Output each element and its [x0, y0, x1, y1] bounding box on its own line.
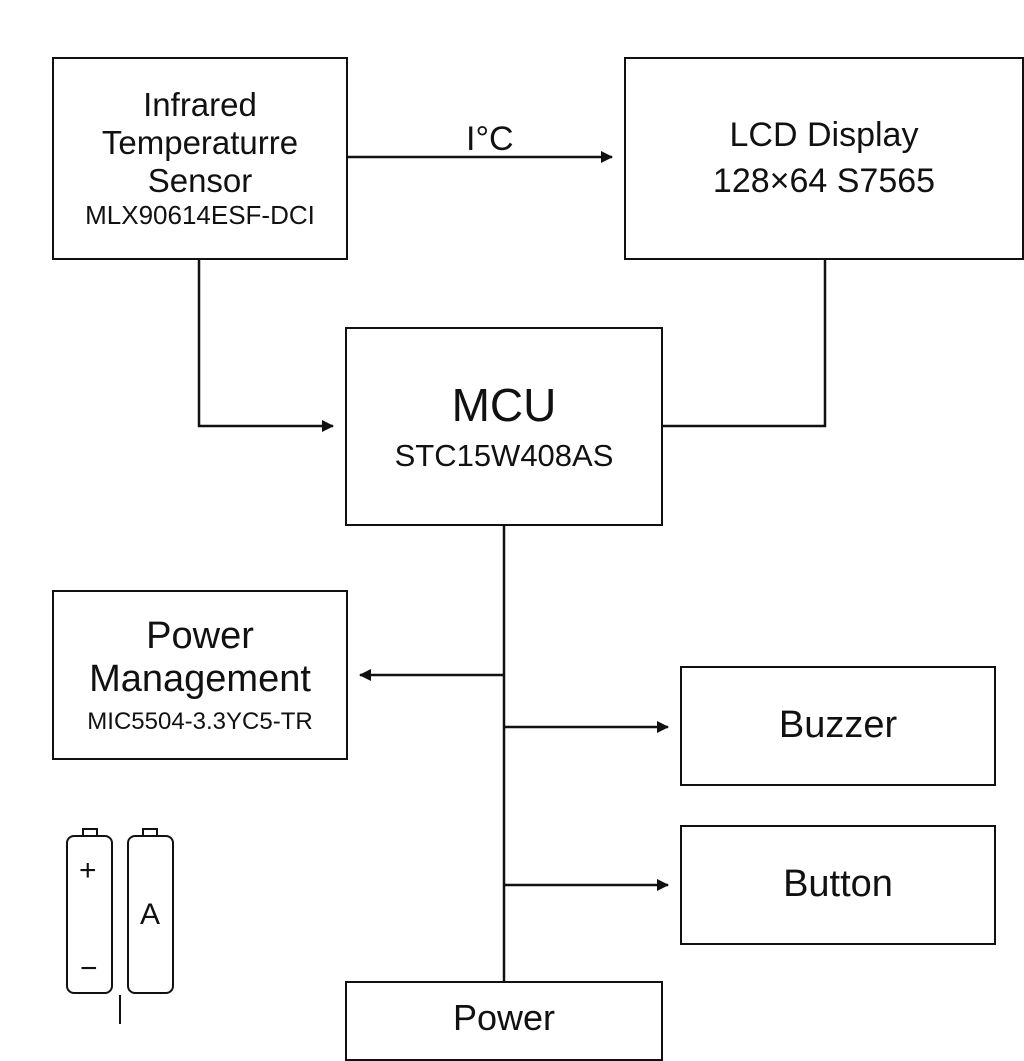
arrow-sensor-to-mcu	[197, 260, 334, 432]
buzzer-block: Buzzer	[680, 666, 996, 786]
sensor-title-line-3: Sensor	[147, 161, 253, 199]
mcu-title: MCU	[451, 379, 557, 432]
battery-icon	[66, 828, 174, 1024]
lcd-title: LCD Display	[729, 115, 919, 154]
mcu-block: MCU STC15W408AS	[345, 327, 663, 526]
lcd-display-block: LCD Display 128×64 S7565	[624, 57, 1024, 260]
buzzer-label: Buzzer	[778, 704, 898, 747]
battery-cell-label: A	[140, 898, 161, 931]
line-mcu-to-lcd	[663, 260, 827, 428]
power-management-title-line-2: Management	[89, 658, 311, 701]
diagram-wiring	[66, 151, 827, 1024]
power-management-block: Power Management MIC5504-3.3YC5-TR	[52, 590, 348, 760]
power-label: Power	[452, 997, 556, 1038]
infrared-temperature-sensor-block: Infrared Temperaturre Sensor MLX90614ESF…	[52, 57, 348, 260]
battery-plus-sign: +	[79, 854, 97, 887]
connection-label-i2c: I°C	[466, 120, 514, 158]
mcu-part-number: STC15W408AS	[394, 438, 614, 474]
power-block: Power	[345, 981, 663, 1061]
button-label: Button	[783, 863, 893, 906]
power-management-part-number: MIC5504-3.3YC5-TR	[87, 707, 313, 735]
power-management-title-line-1: Power	[146, 614, 254, 657]
battery-minus-sign: −	[80, 952, 98, 985]
sensor-title-line-2: Temperaturre	[101, 123, 299, 161]
lcd-part-number: 128×64 S7565	[712, 161, 936, 200]
sensor-title-line-1: Infrared	[143, 85, 257, 123]
sensor-part-number: MLX90614ESF-DCI	[85, 200, 315, 231]
button-block: Button	[680, 825, 996, 945]
